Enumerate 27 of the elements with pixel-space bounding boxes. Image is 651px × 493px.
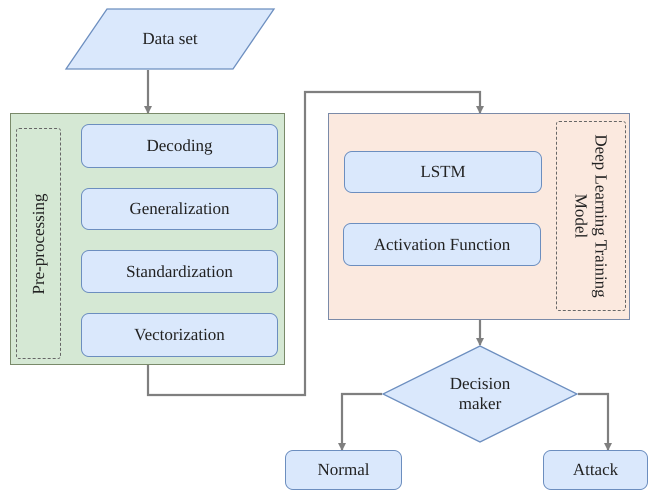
process-box bbox=[343, 223, 541, 266]
process-box bbox=[285, 450, 402, 490]
arrow bbox=[144, 70, 152, 114]
process-box bbox=[81, 313, 278, 357]
process-box bbox=[543, 450, 648, 490]
box-label: Normal bbox=[318, 460, 370, 480]
process-box bbox=[81, 188, 278, 230]
vertical-label: Deep Learning Training Model bbox=[571, 133, 611, 300]
group-panel bbox=[328, 113, 630, 320]
box-label: Vectorization bbox=[134, 325, 225, 345]
arrow bbox=[476, 320, 484, 346]
process-box bbox=[344, 151, 542, 193]
arrow bbox=[146, 90, 484, 396]
arrow bbox=[578, 392, 612, 451]
group-panel bbox=[10, 113, 285, 365]
box-label: Standardization bbox=[126, 262, 233, 282]
node-label: Decision maker bbox=[448, 374, 512, 414]
box-label: Generalization bbox=[129, 199, 230, 219]
box-label: Attack bbox=[572, 460, 618, 480]
box-label: LSTM bbox=[420, 162, 466, 182]
arrow bbox=[338, 392, 382, 451]
vertical-label: Pre-processing bbox=[28, 192, 48, 296]
process-box bbox=[81, 124, 278, 168]
box-label: Decoding bbox=[146, 136, 213, 156]
box-label: Activation Function bbox=[374, 234, 510, 254]
process-box bbox=[81, 250, 278, 293]
node-label: Data set bbox=[142, 29, 198, 49]
